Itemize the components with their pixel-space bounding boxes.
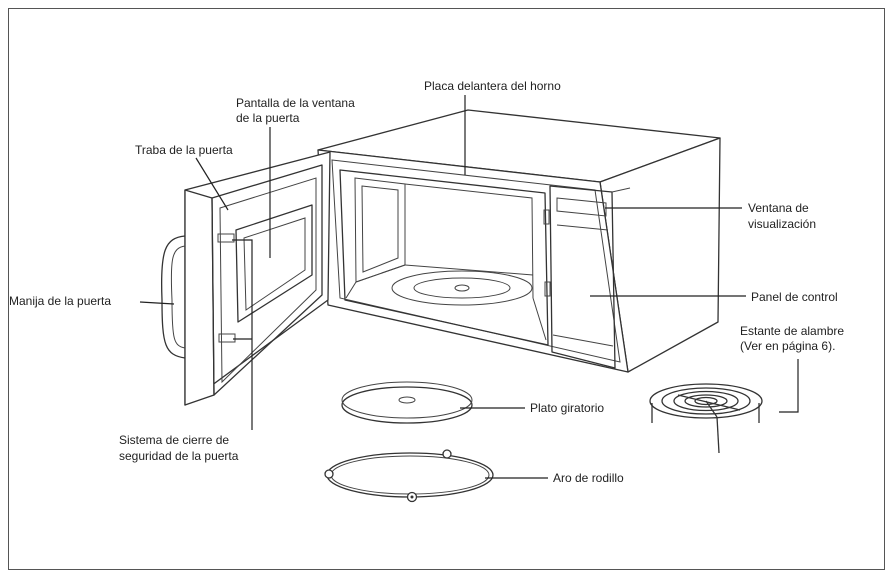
oven-body — [318, 110, 720, 372]
roller-ring — [325, 450, 493, 502]
label-panel-control: Panel de control — [751, 290, 838, 305]
wire-rack — [650, 384, 762, 453]
label-plato-giratorio: Plato giratorio — [530, 401, 604, 416]
label-pantalla-line1: Pantalla de la ventana — [236, 96, 355, 111]
label-pantalla-line2: de la puerta — [236, 111, 299, 126]
label-ventana-line1: Ventana de — [748, 201, 809, 216]
label-sistema-line1: Sistema de cierre de — [119, 433, 229, 448]
oven-door — [162, 152, 330, 405]
turntable-tray — [342, 382, 472, 423]
label-estante-line2: (Ver en página 6). — [740, 339, 835, 354]
label-aro-rodillo: Aro de rodillo — [553, 471, 624, 486]
label-placa-delantera: Placa delantera del horno — [424, 79, 561, 94]
label-estante-line1: Estante de alambre — [740, 324, 844, 339]
label-sistema-line2: seguridad de la puerta — [119, 449, 238, 464]
label-ventana-line2: visualización — [748, 217, 816, 232]
label-manija: Manija de la puerta — [9, 294, 111, 309]
label-traba: Traba de la puerta — [135, 143, 233, 158]
